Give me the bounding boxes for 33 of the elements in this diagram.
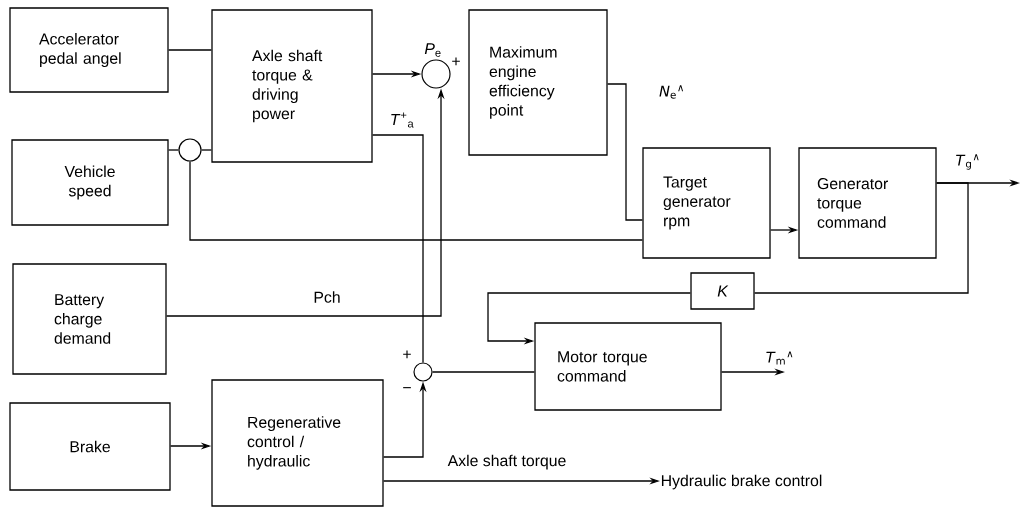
- summing-junction: [421, 59, 451, 89]
- block-box: Brake: [9, 402, 171, 491]
- edge-label: T$_{g}$∧: [956, 154, 979, 170]
- sign-label: +: [403, 350, 411, 359]
- output-label: Hydraulic brake control: [661, 474, 822, 490]
- sign-label: −: [403, 387, 411, 389]
- block-box: Target generator rpm: [642, 147, 771, 259]
- connector-line: [431, 371, 535, 373]
- block-box: Vehicle speed: [11, 139, 169, 226]
- block-box: Axle shaft torque & driving power: [211, 9, 373, 163]
- connector-line: [200, 149, 212, 151]
- connector-line: [607, 83, 643, 221]
- sign-label: P$_{e}$: [424, 43, 441, 57]
- block-box: Battery charge demand: [12, 263, 167, 375]
- block-box: Accelerator pedal angel: [9, 7, 169, 93]
- block-box: Regenerative control / hydraulic: [211, 379, 384, 507]
- summing-junction: [413, 362, 433, 382]
- block-box: K: [690, 272, 755, 310]
- connector-line: [372, 134, 424, 364]
- block-box: Generator torque command: [798, 147, 937, 259]
- connector-line: [189, 160, 643, 241]
- edge-label: N$_{e}$∧: [659, 85, 684, 99]
- connector-line: [168, 149, 180, 151]
- connector-line: [168, 49, 212, 51]
- block-box: Motor torque command: [534, 322, 722, 411]
- sign-label: +: [452, 57, 460, 66]
- edge-label: Axle shaft torque: [447, 454, 566, 470]
- edge-label: T$^{+}$a: [391, 112, 414, 128]
- edge-label: Pch: [314, 291, 340, 303]
- block-box: Maximum engine efficiency point: [468, 9, 608, 156]
- summing-junction: [178, 138, 202, 162]
- edge-label: T$_{m}$∧: [766, 351, 793, 365]
- connector-line: [754, 182, 969, 294]
